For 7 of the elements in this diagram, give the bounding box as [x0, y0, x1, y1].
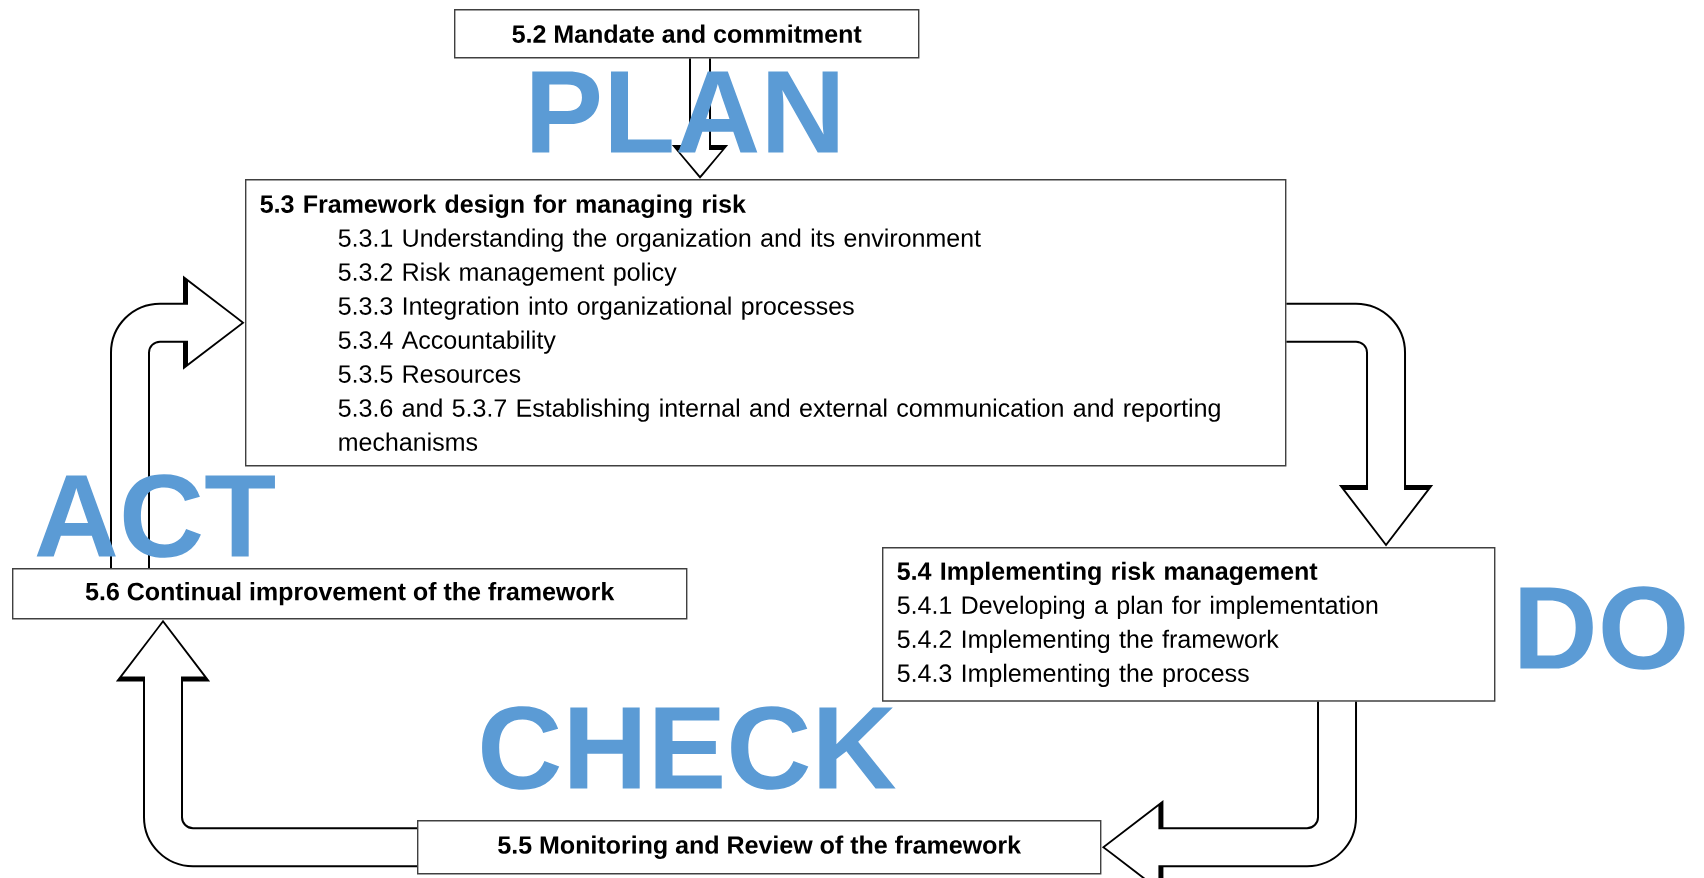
section-box: 5.3 Framework design for managing risk 5.3.1 Understanding the organization and its environment 5.3.2 Risk management policy 5.3.3 Integration into organizational processes 5.3.4 Accountability 5.3.5 Resources 5.3.6 and 5.3.7 Establishing internal and external communication and reporting mechanisms: [245, 179, 1287, 467]
section-box: 5.2 Mandate and commitment: [454, 9, 920, 59]
section-box: 5.5 Monitoring and Review of the framework: [417, 820, 1102, 875]
section-box: 5.4 Implementing risk management 5.4.1 Developing a plan for implementation 5.4.2 Implementing the framework 5.4.3 Implementing the process: [882, 547, 1496, 702]
phase-label: CHECK: [482, 706, 896, 790]
phase-label: DO: [1520, 586, 1685, 670]
section-box: 5.6 Continual improvement of the framework: [12, 568, 688, 620]
